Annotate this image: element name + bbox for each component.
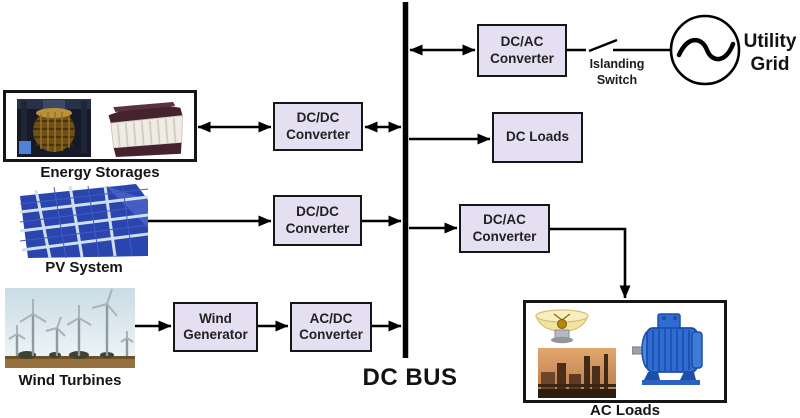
pv-system-caption: PV System — [45, 259, 123, 276]
wind-generator-box: Wind Generator — [173, 302, 258, 352]
supercapacitor-photo — [17, 99, 91, 157]
dcdc-storage-converter-label: DC/DC Converter — [286, 110, 350, 142]
lamp-photo — [535, 309, 589, 344]
wire-loads-converter-to-ac-loads — [550, 227, 631, 299]
electric-motor-photo — [632, 313, 703, 385]
wind-turbines-photo — [5, 288, 135, 368]
dcac-grid-converter-label: DC/AC Converter — [490, 34, 554, 66]
industrial-plant-photo — [538, 348, 616, 398]
sine-wave-icon — [676, 37, 736, 62]
solar-panel-photo — [20, 184, 148, 258]
ac-loads-caption: AC Loads — [589, 402, 660, 418]
dcdc-pv-converter-box: DC/DC Converter — [273, 195, 362, 246]
acdc-wind-converter-box: AC/DC Converter — [290, 302, 372, 352]
wind-generator-label: Wind Generator — [183, 310, 248, 342]
wind-turbines-caption: Wind Turbines — [18, 372, 122, 389]
dcac-grid-converter-box: DC/AC Converter — [477, 24, 567, 77]
dcac-loads-converter-label: DC/AC Converter — [472, 212, 537, 244]
islanding-switch-label: Islanding Switch — [589, 57, 645, 88]
dcac-loads-converter-box: DC/AC Converter — [459, 204, 550, 253]
energy-storages-box — [3, 90, 197, 162]
dc-loads-label: DC Loads — [505, 129, 569, 145]
battery-photo — [108, 102, 184, 158]
energy-storages-caption: Energy Storages — [40, 164, 160, 181]
dcdc-pv-converter-label: DC/DC Converter — [285, 204, 350, 236]
dc-loads-box: DC Loads — [492, 112, 583, 163]
acdc-wind-converter-label: AC/DC Converter — [299, 310, 363, 342]
utility-grid-label: Utility Grid — [743, 31, 797, 76]
islanding-switch-blade — [588, 38, 618, 53]
dc-bus-label: DC BUS — [362, 364, 458, 391]
dcdc-storage-converter-box: DC/DC Converter — [273, 102, 363, 151]
ac-loads-box — [523, 300, 727, 403]
utility-grid-source-icon — [669, 14, 741, 86]
